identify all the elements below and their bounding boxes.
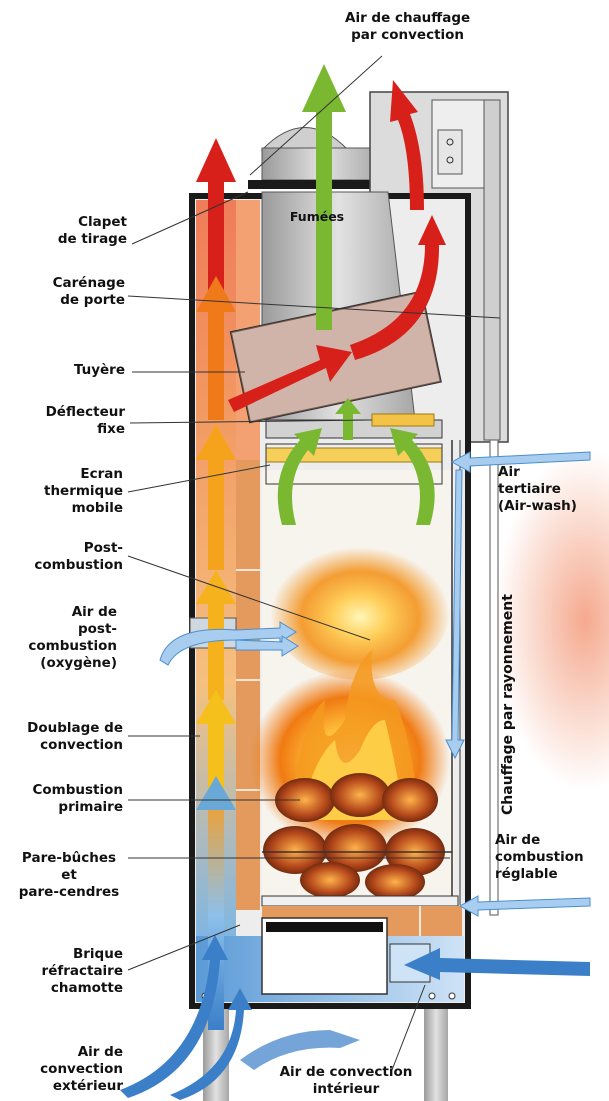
door-rail [484, 100, 500, 440]
ash-drawer-top [266, 922, 383, 932]
brick-lining-left [236, 460, 260, 910]
label-post-combustion: Post-combustion [34, 540, 123, 574]
log-guard [262, 896, 458, 906]
label-fumees: Fumées [280, 208, 354, 225]
bolt [449, 993, 455, 999]
flame-glow-upper [270, 540, 450, 680]
door-hinge [438, 130, 462, 174]
arrow-air-interior [404, 948, 590, 980]
chimney-dome [262, 128, 348, 151]
bolt [429, 993, 435, 999]
label-rayonnement: Chauffage par rayonnement [500, 594, 516, 815]
label-tuyere: Tuyère [74, 362, 125, 379]
deflector-yellow [372, 414, 434, 426]
arrow-air-adjustable [460, 896, 590, 916]
